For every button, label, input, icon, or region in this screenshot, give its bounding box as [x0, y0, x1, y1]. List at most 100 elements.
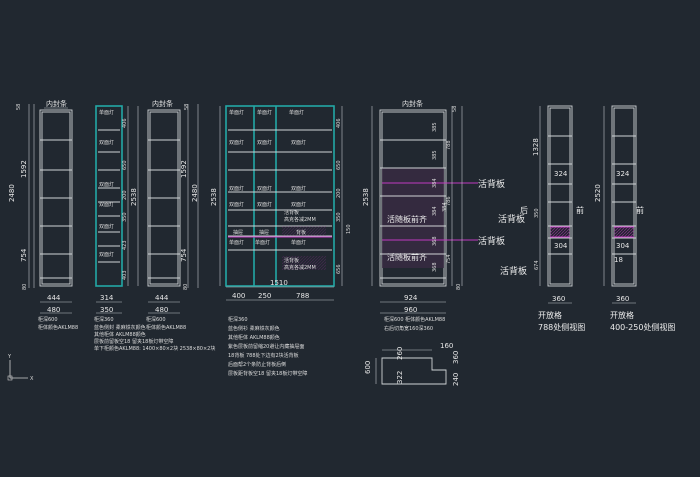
dim-c3-outer: 480: [155, 306, 168, 314]
note-c5-1: 柜深600 柜体颜色AKLM88: [384, 316, 445, 323]
dim-c3-inner: 444: [155, 294, 169, 302]
c4-note-a-2: 活背板: [284, 257, 299, 264]
dim-c6-h3: 674: [534, 260, 540, 270]
dim-detail-c: 360: [452, 351, 460, 364]
dim-c7-outer: 360: [616, 295, 629, 303]
dim-c1-inner: 444: [47, 294, 61, 302]
cabinet-5: 内封条 活随板前齐 活随板前齐 活背板 活背板 2538 58 385 385 …: [362, 99, 505, 332]
dim-c5-left: 2538: [362, 188, 370, 206]
dim-c4-w2: 250: [258, 292, 271, 300]
cabinet-4: 单面灯 单面灯 单面灯 双面灯 双面灯 双面灯 双面灯 双面灯 双面灯 双面灯 …: [210, 105, 352, 377]
note-c6-2: 788处侧视图: [538, 322, 585, 332]
note-c1-1: 柜深600: [38, 316, 58, 323]
dim-c3-top: 58: [184, 104, 190, 110]
c3-neifengtiao-label: 内封条: [152, 99, 173, 108]
note-c4-7: 层板距背板空18 留夹18板灯带空障: [228, 370, 307, 377]
dim-c6-outer: 360: [552, 295, 565, 303]
c4-double-light-3: 双面灯: [291, 139, 306, 146]
dim-c3-total: 2480: [191, 184, 199, 202]
dim-c1-h1: 1592: [20, 160, 28, 178]
dim-c6-h1: 1328: [532, 138, 540, 156]
c4-single-light-1: 单面灯: [229, 109, 244, 116]
note-c7-2: 400-250处侧视图: [610, 322, 675, 332]
dim-c5-r5: 368: [432, 236, 438, 246]
c4-note-b-2: 高克各减2MM: [284, 264, 316, 271]
dim-c4-d1: 406: [336, 118, 342, 128]
dim-c5-top: 58: [452, 106, 458, 112]
dim-c2-d4: 350: [122, 212, 128, 222]
c4-double-light-7: 双面灯: [229, 201, 244, 208]
dim-c7-w2: 304: [616, 242, 630, 250]
c4-note-b-1: 高克各减2MM: [284, 216, 316, 223]
dim-c7-w1: 324: [616, 170, 630, 178]
c5-huosui-front-1: 活随板前齐: [387, 214, 427, 224]
dim-c2-inner: 314: [100, 294, 114, 302]
dim-c4-side: 150: [346, 224, 352, 234]
dim-c3-h2: 754: [180, 248, 188, 262]
dim-c5-t3: 754: [446, 254, 452, 264]
c4-drawer-2: 抽屉: [259, 229, 269, 236]
c4-double-light-5: 双面灯: [257, 185, 272, 192]
note-c2-3: 其他柜体 AKLM88颜色: [94, 331, 146, 338]
note-c3-2: 柜体颜色AKLM88: [146, 324, 186, 331]
dim-c4-left: 2538: [210, 188, 218, 206]
dim-c7-small: 18: [614, 256, 623, 264]
dim-c2-d6: 403: [122, 270, 128, 280]
cabinet-1: 内封条 58 1592 2480 754 80 444 480 柜深600 柜体…: [8, 99, 78, 331]
c6-front: 前: [576, 205, 584, 215]
side-view-7: 2520 324 304 18 前 360 开放格 400-250处侧视图: [594, 105, 675, 332]
ucs-icon: Y X: [7, 354, 34, 382]
c4-double-light-1: 双面灯: [229, 139, 244, 146]
c5-huobei-2: 活背板: [478, 235, 505, 247]
note-c4-1: 柜深360: [228, 316, 248, 323]
c4-drawer-1: 抽屉: [233, 229, 243, 236]
c4-double-light-4: 双面灯: [229, 185, 244, 192]
c7-front: 前: [636, 205, 644, 215]
dim-c2-d2: 650: [122, 160, 128, 170]
note-c1-2: 柜体颜色AKLM88: [38, 324, 78, 331]
note-c2-2: 蓝色侧封 柔麻铁灰颜色: [94, 324, 146, 331]
c4-single-light-6: 单面灯: [291, 239, 306, 246]
dim-c4-w1: 400: [232, 292, 245, 300]
dim-c6-w2: 304: [554, 242, 568, 250]
note-c7-1: 开放格: [610, 310, 634, 320]
dim-c5-outer: 960: [404, 306, 417, 314]
neifengtiao-label: 内封条: [46, 99, 67, 108]
dim-c5-r2: 385: [432, 150, 438, 160]
cabinet-2: 单面灯 双面灯 双面灯 双面灯 双面灯 双面灯 406 650 200 350 …: [94, 105, 215, 352]
note-c2-1: 柜深360: [94, 316, 114, 323]
dim-c4-w3: 788: [296, 292, 309, 300]
ucs-x: X: [30, 376, 34, 382]
c6-back: 后: [520, 205, 528, 215]
dim-c2-d1: 406: [122, 118, 128, 128]
detail-plan: 160 260 360 600 322 240: [364, 342, 460, 386]
dim-c5-r3: 384: [432, 178, 438, 188]
c2-double-light-1: 双面灯: [99, 139, 114, 146]
dim-detail-a: 260: [396, 347, 404, 360]
dim-c7-total: 2520: [594, 184, 602, 202]
note-c2-5: 单下柜颜色AKLM88: 1400×80×2块 2538×80×2块: [94, 345, 215, 352]
c4-single-light-5: 单面灯: [255, 239, 270, 246]
dim-c2-d3: 200: [122, 190, 128, 200]
dim-c5-bottom: 80: [456, 284, 462, 290]
dim-c5-r6: 368: [432, 262, 438, 272]
c5-huosui-front-2: 活随板前齐: [387, 252, 427, 262]
note-c5-2: 右后切角宽160深360: [384, 325, 433, 332]
note-c4-6: 后面帮2个条防止背板后倒: [228, 361, 286, 368]
c4-back-panel: 背板: [296, 229, 306, 236]
c4-double-light-6: 双面灯: [291, 185, 306, 192]
dim-c5-r7: 384: [442, 202, 448, 212]
dim-c5-inner: 924: [404, 294, 418, 302]
dim-c3-h1: 1592: [180, 160, 188, 178]
dim-c5-r4: 384: [432, 206, 438, 216]
note-c4-3: 其他柜体 AKLM88颜色: [228, 334, 280, 341]
c5-huobei-1: 活背板: [478, 178, 505, 190]
dim-c4-d4: 350: [336, 212, 342, 222]
dim-c4-d2: 650: [336, 160, 342, 170]
dim-c4-width: 1510: [270, 279, 288, 287]
dim-c1-h2: 754: [20, 248, 28, 262]
dim-c1-outer: 480: [47, 306, 60, 314]
c6-huobei-2: 活背板: [500, 265, 527, 277]
dim-c4-d5: 656: [336, 264, 342, 274]
